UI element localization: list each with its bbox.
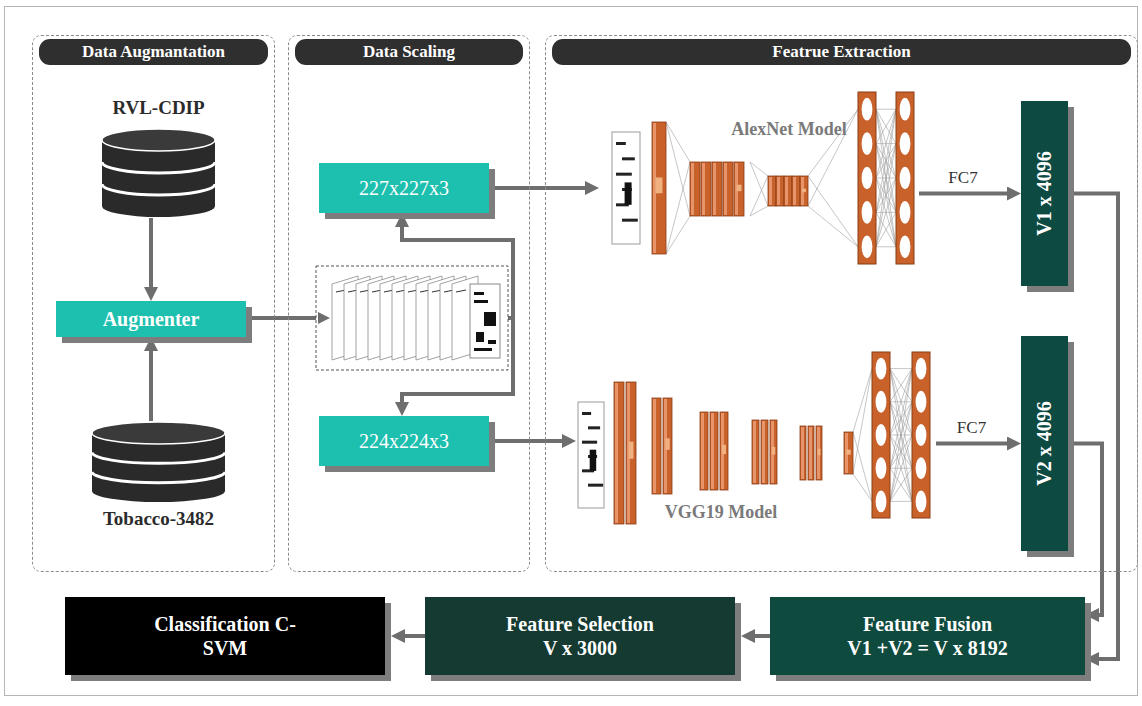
stage-header: Data Augmantation [39,39,268,65]
cylinder-shape [86,421,231,503]
process-box: Classification C-SVM [65,597,385,675]
node-label: VGG19 Model [665,502,778,524]
node-label: Tobacco-3482 [103,507,214,531]
database-cylinder: RVL-CDIP [96,96,221,218]
process-box: 224x224x3 [319,416,489,466]
feature-vector: V1 x 4096 [1021,101,1068,286]
stage-header: Featrue Extraction [552,39,1131,65]
node-label: Feature Selection [506,612,654,636]
process-box: Feature FusionV1 +V2 = V x 8192 [770,597,1085,675]
flow-arrow [149,218,153,287]
flow-arrow [1074,194,1118,660]
stage-panel: 227x227x3 224x224x3 Data Scaling [288,35,530,572]
stage-panel: RVL-CDIP AugmenterTobacco-3482 Data Augman… [32,35,275,572]
stage-header: Data Scaling [295,39,523,65]
flow-arrow [755,634,770,638]
cnn-model: VGG19 Model [576,356,936,528]
stage-panel: AlexNet ModelVGG19 Model V1 x 4096 V2 x 40… [545,35,1138,572]
cylinder-shape [96,128,221,218]
flow-arrow [489,439,562,443]
node-label: Feature Fusion [863,612,992,636]
node-label: V1 +V2 = V x 8192 [847,636,1007,660]
node-label: V2 x 4096 [1033,401,1056,485]
flow-arrow [149,351,153,421]
node-label: RVL-CDIP [112,96,204,120]
flow-arrow [936,442,1007,446]
flow-arrow [919,192,1007,196]
database-cylinder: Tobacco-3482 [86,421,231,531]
flow-arrow [405,634,425,638]
node-label: 224x224x3 [359,429,449,453]
process-box: 227x227x3 [319,163,489,213]
node-label: 227x227x3 [359,176,449,200]
process-box: Feature SelectionV x 3000 [425,597,735,675]
node-label: Augmenter [103,307,200,331]
cnn-model: AlexNet Model [599,113,919,278]
flow-arrow [489,186,585,190]
node-label: V x 3000 [543,636,617,660]
node-label: AlexNet Model [731,119,846,141]
edge-label: FC7 [946,168,979,188]
edge-label: FC7 [955,418,988,438]
feature-vector: V2 x 4096 [1021,336,1068,551]
process-box: Augmenter [56,301,246,337]
node-label: V1 x 4096 [1033,151,1056,235]
node-label: Classification C-SVM [145,612,305,660]
flow-arrow [1074,444,1102,616]
